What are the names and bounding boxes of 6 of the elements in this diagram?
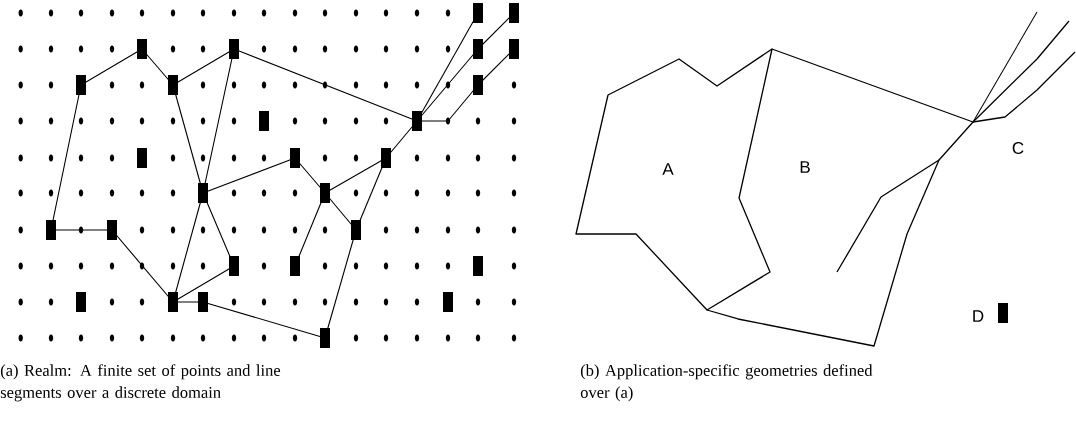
subfigure-caption: (b) Application-specific geometries defined over (a) (580, 364, 873, 402)
region-label: D (973, 310, 984, 322)
subfigure-caption: (a) Realm: A finite set of points and line segments over a discrete domain (0, 364, 281, 402)
region-label: A (662, 163, 674, 175)
region-label: B (800, 161, 810, 173)
region-label: C (1012, 142, 1024, 154)
